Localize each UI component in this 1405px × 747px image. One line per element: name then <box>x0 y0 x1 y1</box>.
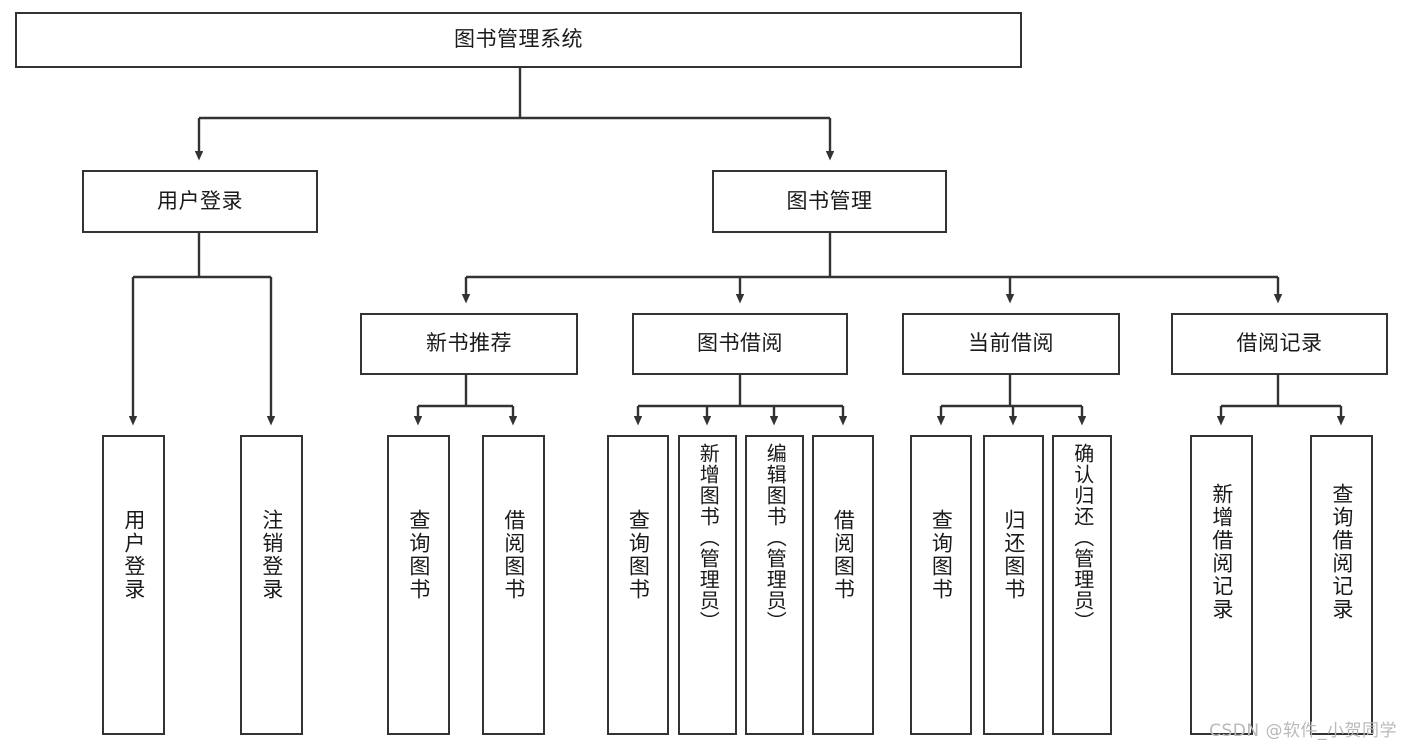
node-leaf-borrow-book-rec-label: 借阅图书 <box>501 509 526 601</box>
node-leaf-user-login-label: 用户登录 <box>121 509 146 601</box>
node-new-book-rec-label: 新书推荐 <box>426 331 512 356</box>
node-leaf-add-record[interactable]: 新增借阅记录 <box>1190 435 1253 735</box>
node-root[interactable]: 图书管理系统 <box>15 12 1022 68</box>
node-leaf-user-logout[interactable]: 注销登录 <box>240 435 303 735</box>
node-leaf-query-book-rec-label: 查询图书 <box>406 509 431 601</box>
node-leaf-user-login[interactable]: 用户登录 <box>102 435 165 735</box>
node-leaf-borrow-book-rec[interactable]: 借阅图书 <box>482 435 545 735</box>
watermark: CSDN @软件_小贺同学 <box>1209 721 1397 741</box>
node-leaf-edit-book-label: 编辑图书（管理员） <box>763 443 788 632</box>
node-leaf-query-book-rec[interactable]: 查询图书 <box>387 435 450 735</box>
node-user-login-label: 用户登录 <box>157 188 243 213</box>
node-leaf-edit-book[interactable]: 编辑图书（管理员） <box>745 435 804 735</box>
node-leaf-query-book-cur[interactable]: 查询图书 <box>910 435 972 735</box>
node-leaf-borrow-book-label: 借阅图书 <box>831 509 856 601</box>
node-leaf-query-book[interactable]: 查询图书 <box>607 435 669 735</box>
node-new-book-rec[interactable]: 新书推荐 <box>360 313 578 375</box>
node-book-manage-label: 图书管理 <box>786 188 873 213</box>
node-leaf-query-book-cur-label: 查询图书 <box>929 509 954 601</box>
node-leaf-user-logout-label: 注销登录 <box>259 509 284 601</box>
node-current-borrow[interactable]: 当前借阅 <box>902 313 1120 375</box>
node-leaf-add-record-label: 新增借阅记录 <box>1209 483 1234 621</box>
node-root-label: 图书管理系统 <box>454 27 583 52</box>
node-borrow-record-label: 借阅记录 <box>1236 331 1323 356</box>
node-leaf-borrow-book[interactable]: 借阅图书 <box>812 435 874 735</box>
node-leaf-return-book[interactable]: 归还图书 <box>983 435 1044 735</box>
node-borrow-record[interactable]: 借阅记录 <box>1171 313 1388 375</box>
node-current-borrow-label: 当前借阅 <box>968 331 1054 356</box>
node-leaf-query-book-label: 查询图书 <box>626 509 651 601</box>
node-leaf-query-record-label: 查询借阅记录 <box>1329 483 1354 621</box>
node-book-borrow-label: 图书借阅 <box>697 331 783 356</box>
node-leaf-return-book-label: 归还图书 <box>1001 509 1026 601</box>
node-book-manage[interactable]: 图书管理 <box>712 170 947 233</box>
node-book-borrow[interactable]: 图书借阅 <box>632 313 848 375</box>
node-leaf-query-record[interactable]: 查询借阅记录 <box>1310 435 1373 735</box>
node-user-login[interactable]: 用户登录 <box>82 170 318 233</box>
node-leaf-add-book[interactable]: 新增图书（管理员） <box>678 435 737 735</box>
node-leaf-confirm-return-label: 确认归还（管理员） <box>1070 443 1095 632</box>
node-leaf-confirm-return[interactable]: 确认归还（管理员） <box>1052 435 1112 735</box>
node-leaf-add-book-label: 新增图书（管理员） <box>696 443 721 632</box>
